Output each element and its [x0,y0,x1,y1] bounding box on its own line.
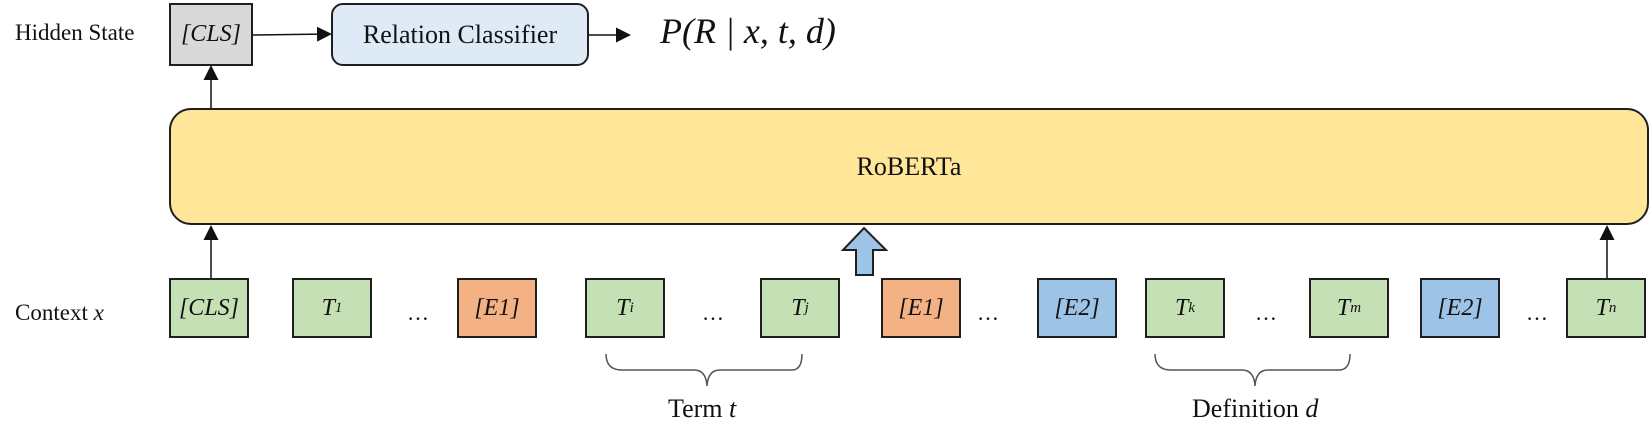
context-label: Context x [15,300,104,325]
ellipsis-4: … [1255,300,1277,325]
ellipsis-1: … [407,300,429,325]
ellipsis-2: … [702,300,724,325]
token-e2-start: [E2] [1037,278,1117,338]
ellipsis-3: … [977,300,999,325]
output-probability: P(R | x, t, d) [660,11,836,51]
definition-brace [1154,353,1351,387]
hidden-state-label: Hidden State [15,20,135,45]
term-label: Term t [668,394,737,423]
token-cls: [CLS] [169,278,249,338]
token-e1-end: [E1] [881,278,961,338]
term-brace [605,353,803,387]
token-e2-end: [E2] [1420,278,1500,338]
definition-label: Definition d [1192,394,1319,423]
token-e1-start: [E1] [457,278,537,338]
ellipsis-5: … [1526,300,1548,325]
relation-classifier-box: Relation Classifier [331,3,589,66]
input-block-arrow [840,226,889,276]
arrow-hidden-to-classifier [252,26,332,42]
roberta-encoder: RoBERTa [169,108,1649,225]
